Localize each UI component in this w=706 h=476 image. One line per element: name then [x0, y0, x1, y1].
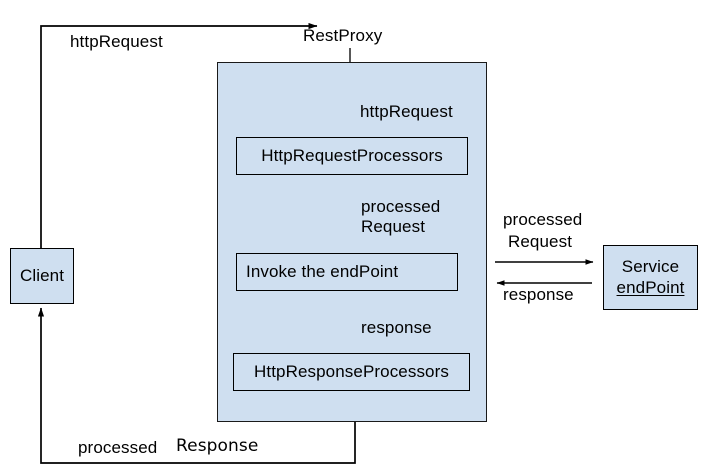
label-processed-request-inner-line2: Request	[361, 217, 426, 236]
label-proxy-to-request-processors: httpRequest	[360, 102, 453, 121]
node-http-response-processors-label: HttpResponseProcessors	[254, 362, 449, 382]
node-invoke-endpoint-label: Invoke the endPoint	[246, 262, 399, 282]
label-processed-response-part1: processed	[78, 438, 158, 457]
node-service-endpoint-line1: Service	[621, 257, 680, 277]
node-http-request-processors[interactable]: HttpRequestProcessors	[236, 137, 468, 175]
node-service-endpoint-text: Service endPoint	[604, 257, 697, 298]
label-service-to-proxy: response	[503, 285, 574, 304]
node-service-endpoint-line2: endPoint	[616, 277, 685, 297]
node-invoke-endpoint[interactable]: Invoke the endPoint	[236, 253, 458, 291]
node-client[interactable]: Client	[10, 248, 74, 304]
node-service-endpoint[interactable]: Service endPoint	[603, 245, 698, 310]
label-invoke-to-response-processors: response	[361, 318, 432, 337]
label-processed-request-inner-line1: processed	[361, 197, 441, 216]
node-client-label: Client	[19, 266, 65, 286]
label-client-to-proxy: httpRequest	[70, 32, 163, 51]
label-proxy-to-service-line2: Request	[508, 232, 573, 251]
label-proxy-to-service-line1: processed	[503, 210, 583, 229]
node-http-response-processors[interactable]: HttpResponseProcessors	[233, 353, 470, 391]
label-restproxy: RestProxy	[303, 26, 383, 45]
label-processed-response-part2: Response	[176, 436, 259, 456]
node-http-request-processors-label: HttpRequestProcessors	[261, 146, 443, 166]
